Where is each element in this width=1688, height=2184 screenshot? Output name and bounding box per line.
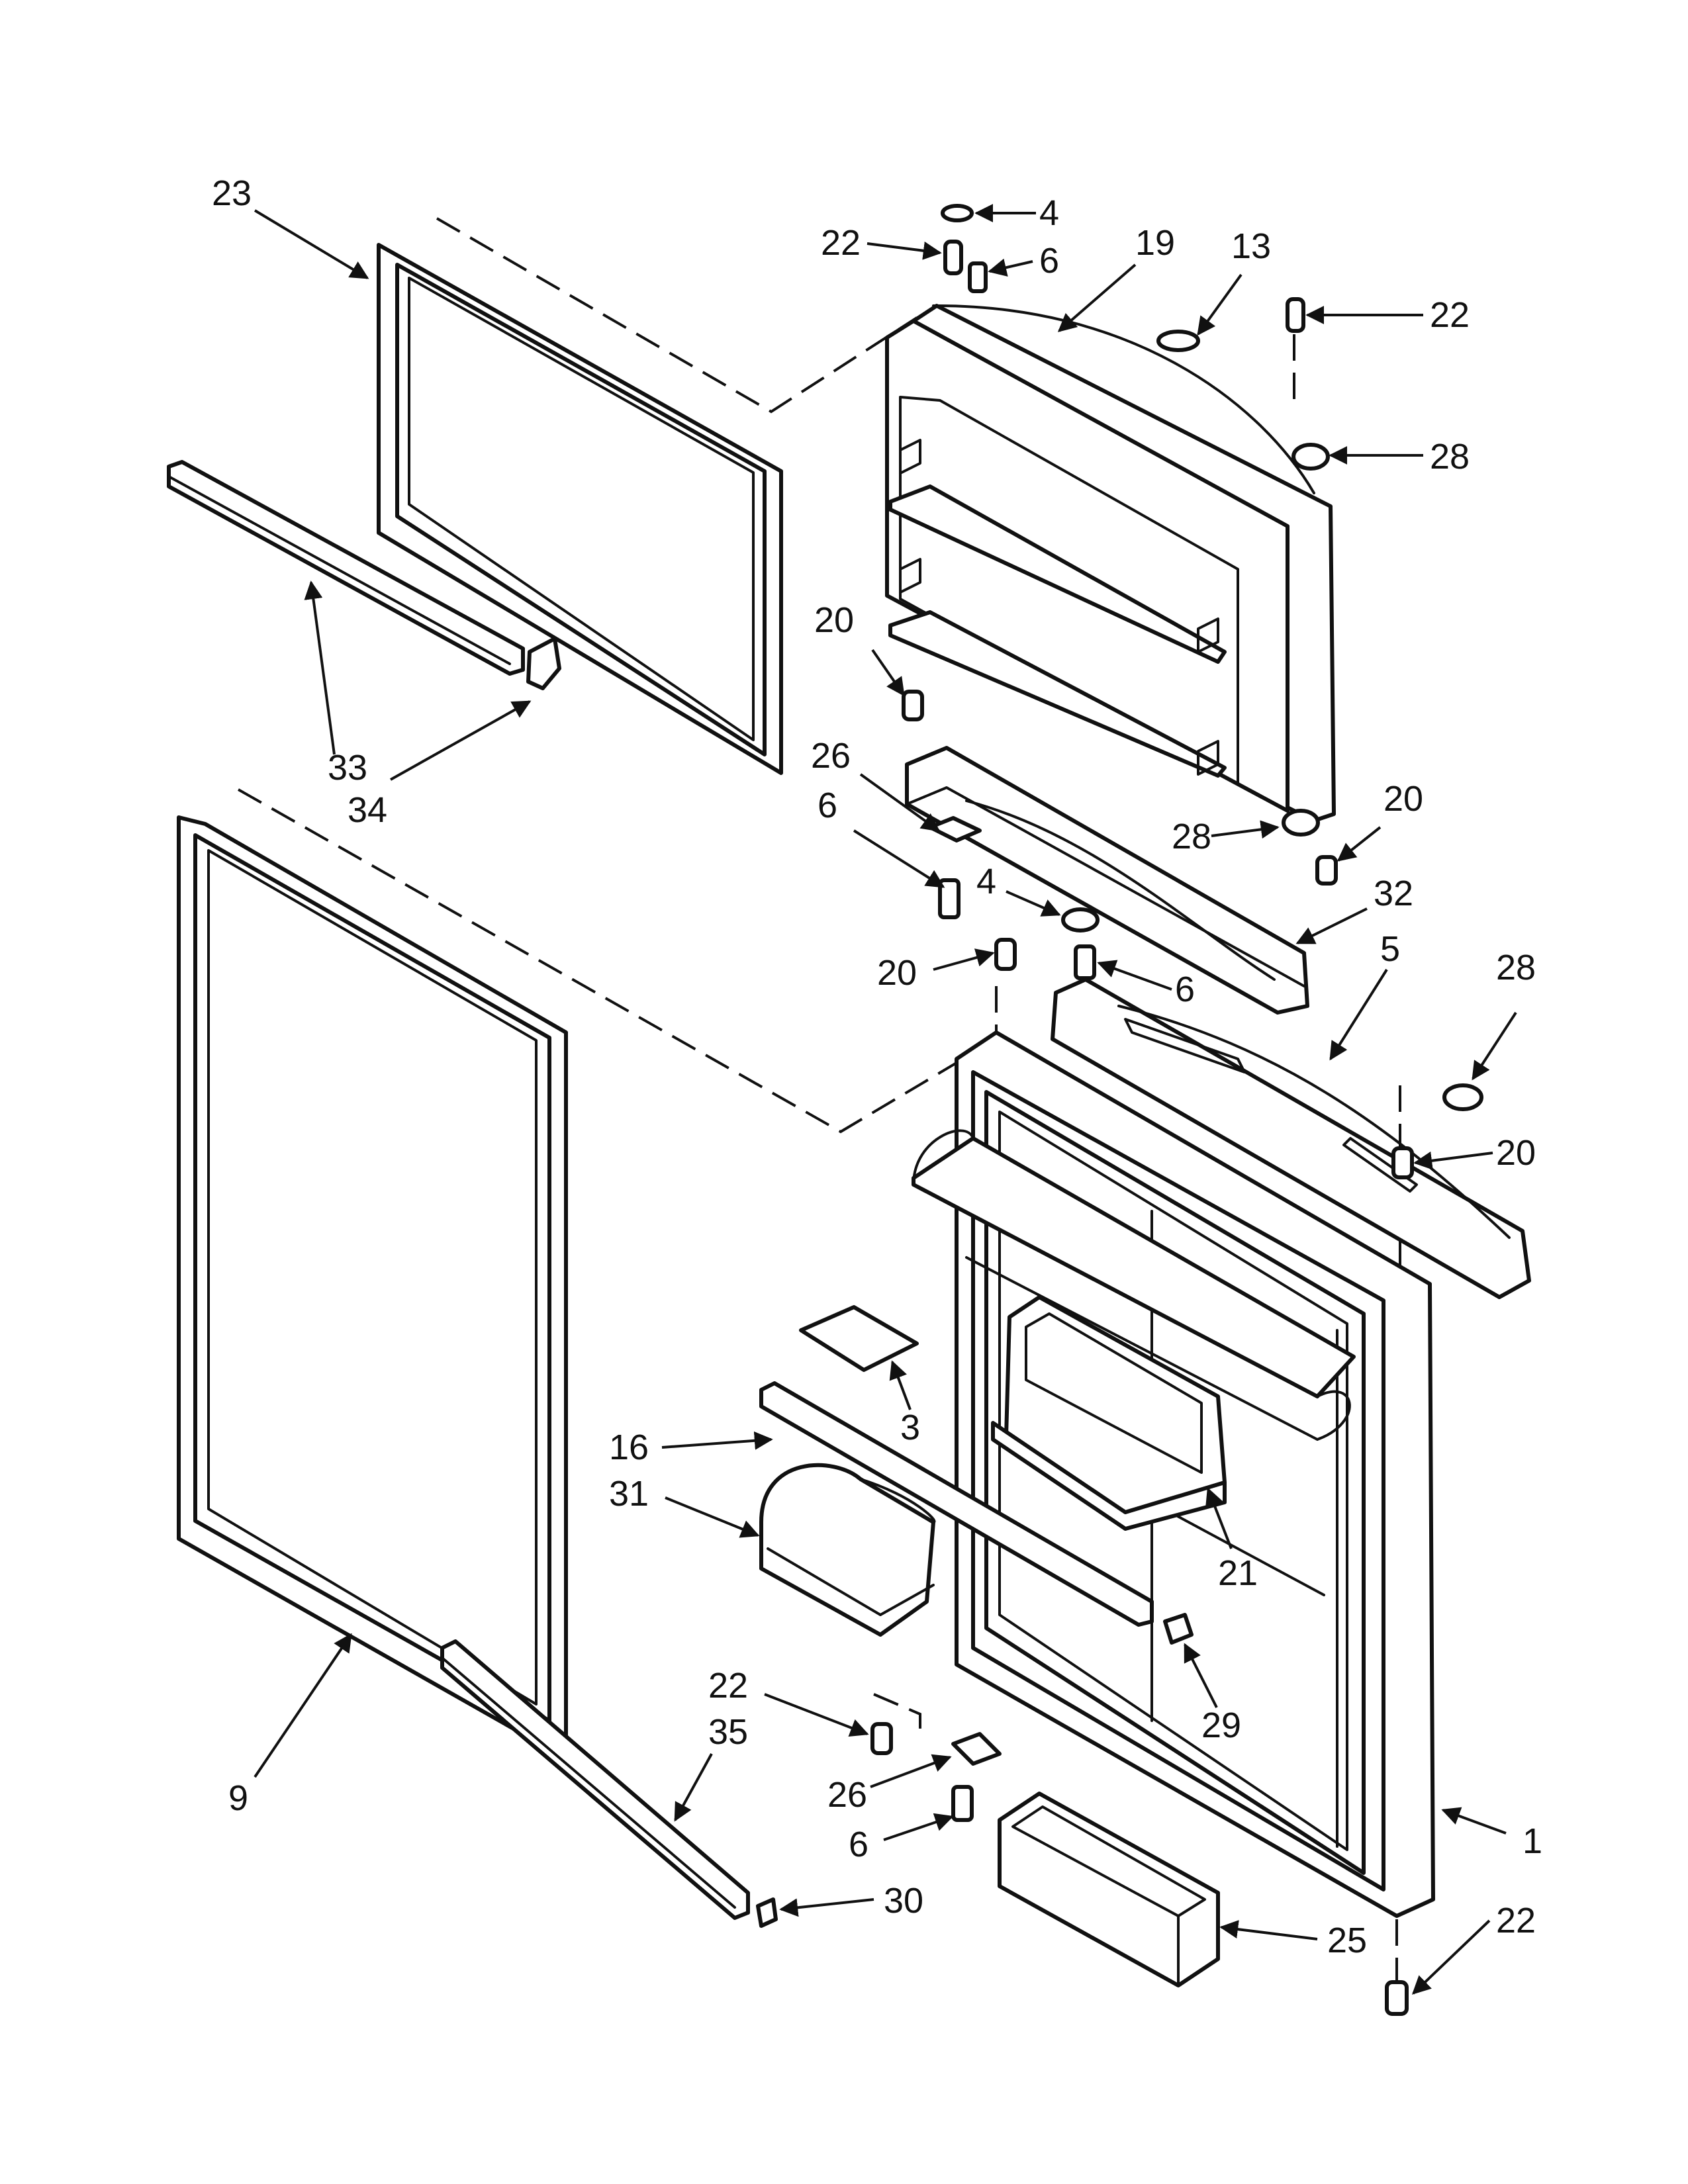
callout-25-door-bin: 25 bbox=[1327, 1921, 1367, 1960]
door-bin-31 bbox=[759, 1463, 936, 1637]
callout-28-top-cap: 28 bbox=[1430, 437, 1470, 477]
callout-6-bottom-screw: 6 bbox=[849, 1825, 868, 1864]
screw-22-top bbox=[943, 240, 963, 275]
callout-22-right-screw: 22 bbox=[1430, 295, 1470, 335]
clip-29 bbox=[1163, 1613, 1194, 1645]
callout-33-trim-strip: 33 bbox=[328, 748, 367, 788]
callout-13-plug: 13 bbox=[1231, 226, 1271, 266]
callout-26-top-hinge-pin: 26 bbox=[811, 736, 851, 776]
cap-28-mid bbox=[1282, 809, 1320, 837]
callout-3-cover: 3 bbox=[900, 1408, 920, 1447]
dairy-compartment bbox=[991, 1295, 1227, 1531]
hinge-26-bottom bbox=[951, 1732, 1002, 1766]
pin-20-right bbox=[1315, 855, 1338, 886]
bottom-clip bbox=[756, 1897, 778, 1928]
callout-5-top-hinge: 5 bbox=[1380, 929, 1400, 969]
callout-6-top-screw: 6 bbox=[1039, 241, 1059, 281]
plug-4-mid bbox=[1061, 907, 1100, 933]
callout-4-mid-plug: 4 bbox=[976, 862, 996, 901]
pin-20-hinge bbox=[1391, 1146, 1414, 1179]
callout-26-bottom-hinge-pin: 26 bbox=[827, 1775, 867, 1815]
cover-3 bbox=[799, 1305, 919, 1372]
screw-22-bottom bbox=[870, 1722, 893, 1755]
leader-arrows bbox=[254, 204, 1517, 1995]
callout-21-dairy-compartment: 21 bbox=[1218, 1553, 1258, 1593]
callout-30-bottom-clip: 30 bbox=[884, 1881, 923, 1921]
callout-labels: 23 4 22 6 19 13 22 28 20 33 34 26 6 20 2… bbox=[212, 173, 1542, 1960]
screw-6-bottom bbox=[951, 1785, 974, 1822]
pin-20-left bbox=[902, 690, 924, 721]
door-bin-25 bbox=[998, 1792, 1220, 1987]
callout-6-mid-screw: 6 bbox=[1175, 970, 1195, 1009]
callout-20-right-pin: 20 bbox=[1383, 779, 1423, 819]
freezer-trim-strip bbox=[167, 460, 525, 676]
screw-6-top bbox=[968, 261, 988, 293]
callout-19-freezer-liner: 19 bbox=[1135, 223, 1175, 263]
plug-13 bbox=[1156, 330, 1200, 352]
pin-20-mid bbox=[994, 938, 1017, 971]
callout-1-door-liner: 1 bbox=[1523, 1821, 1542, 1861]
freezer-door-gasket bbox=[377, 243, 783, 775]
screw-22-right bbox=[1286, 297, 1305, 333]
screw-6-left bbox=[938, 878, 961, 919]
screw-22-base bbox=[1385, 1980, 1409, 2016]
bottom-trim-strip bbox=[440, 1639, 750, 1920]
callout-6-left-screw: 6 bbox=[818, 786, 837, 825]
plug-4-top bbox=[941, 204, 974, 222]
callout-22-bottom-screw: 22 bbox=[708, 1666, 748, 1706]
top-hinge bbox=[1051, 978, 1531, 1299]
shelf-rail-16 bbox=[759, 1381, 1154, 1627]
callout-35-bottom-trim: 35 bbox=[708, 1712, 748, 1752]
freezer-small-parts bbox=[902, 204, 1338, 886]
screw-6-mid bbox=[1074, 944, 1096, 980]
trim-clip bbox=[526, 637, 561, 690]
cap-28-top bbox=[1291, 443, 1330, 471]
door-shelf-upper bbox=[912, 1129, 1356, 1441]
freezer-door-liner bbox=[885, 304, 1336, 823]
callout-31-door-bin: 31 bbox=[609, 1474, 649, 1514]
callout-29-clip: 29 bbox=[1201, 1706, 1241, 1745]
callout-20-mid-pin: 20 bbox=[877, 953, 917, 993]
cap-28-right bbox=[1442, 1083, 1483, 1111]
callout-32-center-divider: 32 bbox=[1374, 874, 1413, 913]
callout-9-door-gasket: 9 bbox=[228, 1778, 248, 1818]
callout-22-top-screw: 22 bbox=[821, 223, 861, 263]
center-divider bbox=[905, 746, 1309, 1015]
fresh-food-door-gasket bbox=[177, 815, 568, 1749]
callout-4-top-plug: 4 bbox=[1039, 193, 1059, 233]
callout-22-base-screw: 22 bbox=[1496, 1901, 1536, 1940]
callout-16-shelf-rail: 16 bbox=[609, 1428, 649, 1467]
door-small-parts bbox=[759, 1305, 1409, 2016]
callout-20-left-pin: 20 bbox=[814, 600, 854, 640]
callout-34-trim-clip: 34 bbox=[348, 790, 387, 830]
callout-23-freezer-gasket: 23 bbox=[212, 173, 252, 213]
callout-20-hinge-pin: 20 bbox=[1496, 1133, 1536, 1173]
callout-28-right-cap: 28 bbox=[1496, 948, 1536, 987]
callout-28-mid-cap: 28 bbox=[1172, 817, 1211, 856]
hinge-26-top bbox=[928, 816, 982, 842]
